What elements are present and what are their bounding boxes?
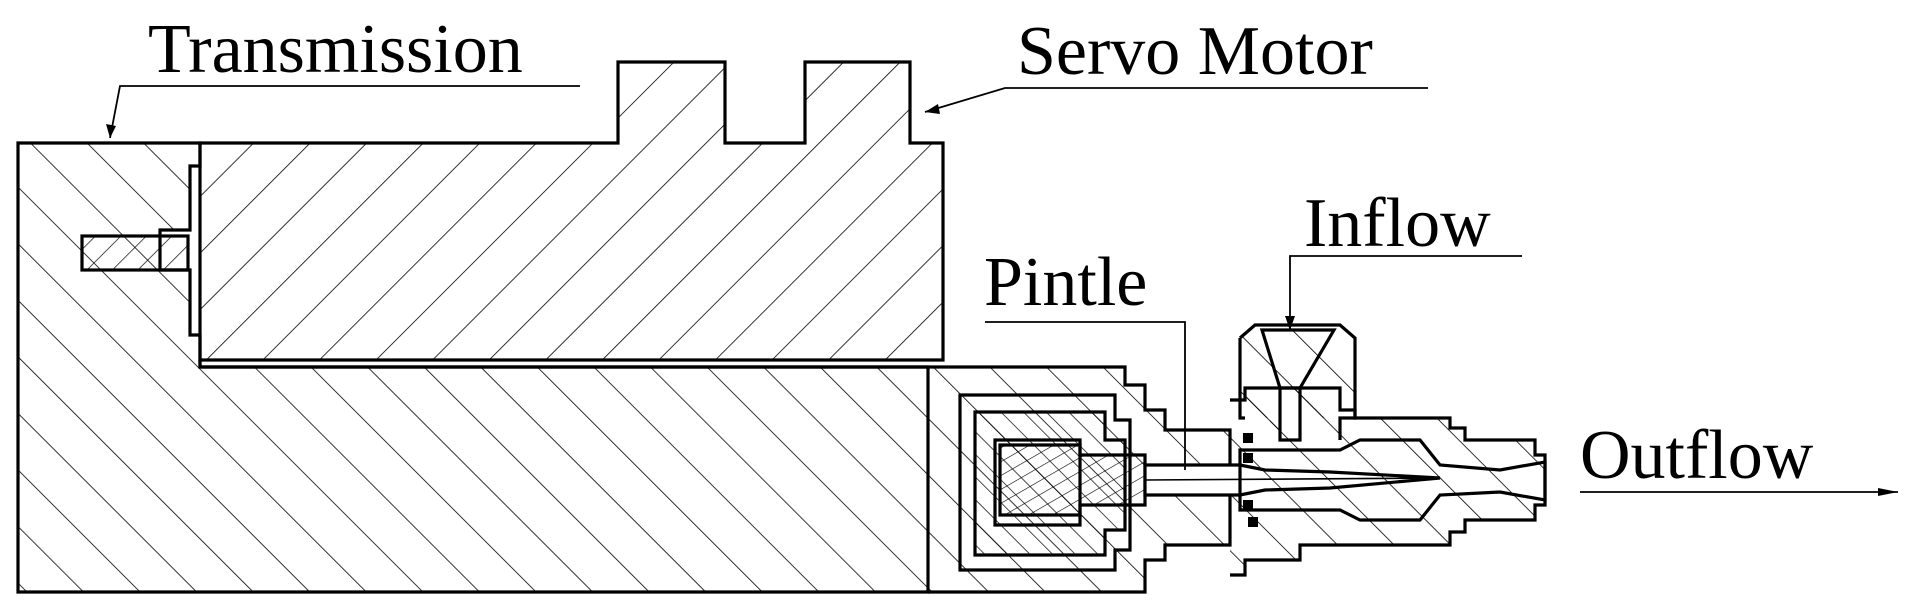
label-inflow: Inflow (1304, 185, 1491, 262)
seals (1243, 433, 1258, 527)
shaft-stub (80, 234, 190, 272)
label-servo-motor: Servo Motor (1017, 13, 1373, 90)
leader-lines (106, 85, 1898, 496)
servo-motor-body (198, 60, 945, 367)
inflow-port (1238, 323, 1357, 450)
label-outflow: Outflow (1580, 417, 1814, 494)
pintle-piston (998, 443, 1147, 517)
label-transmission: Transmission (148, 11, 523, 88)
label-pintle: Pintle (984, 244, 1147, 321)
